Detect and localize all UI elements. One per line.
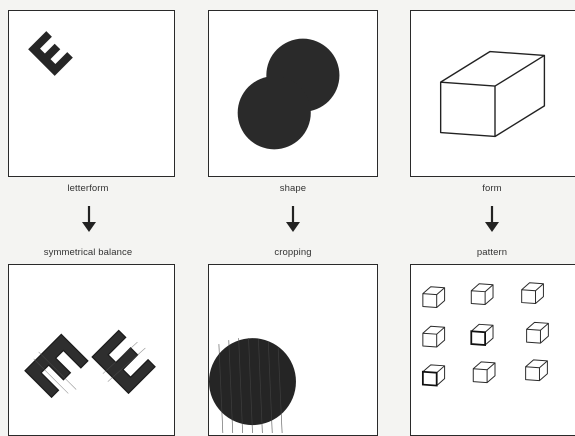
down-arrow-icon [283,205,303,233]
label-symmetrical-balance: symmetrical balance [0,247,178,258]
label-form: form [402,183,575,194]
label-letterform: letterform [0,183,178,194]
down-arrow-icon [79,205,99,233]
cube-grid-icon [411,265,575,435]
panel-pattern [410,264,575,436]
panel-form [410,10,575,177]
mirrored-e-icon [9,265,174,435]
label-shape: shape [203,183,383,194]
cube-icon [411,11,575,176]
letter-e-icon [9,11,174,176]
panel-shape [208,10,378,177]
label-pattern: pattern [402,247,575,258]
overlapping-circles-icon [209,11,377,176]
label-cropping: cropping [203,247,383,258]
panel-letterform [8,10,175,177]
down-arrow-icon [482,205,502,233]
panel-cropping [208,264,378,436]
cropped-circle-icon [209,265,377,435]
panel-symmetrical-balance [8,264,175,436]
